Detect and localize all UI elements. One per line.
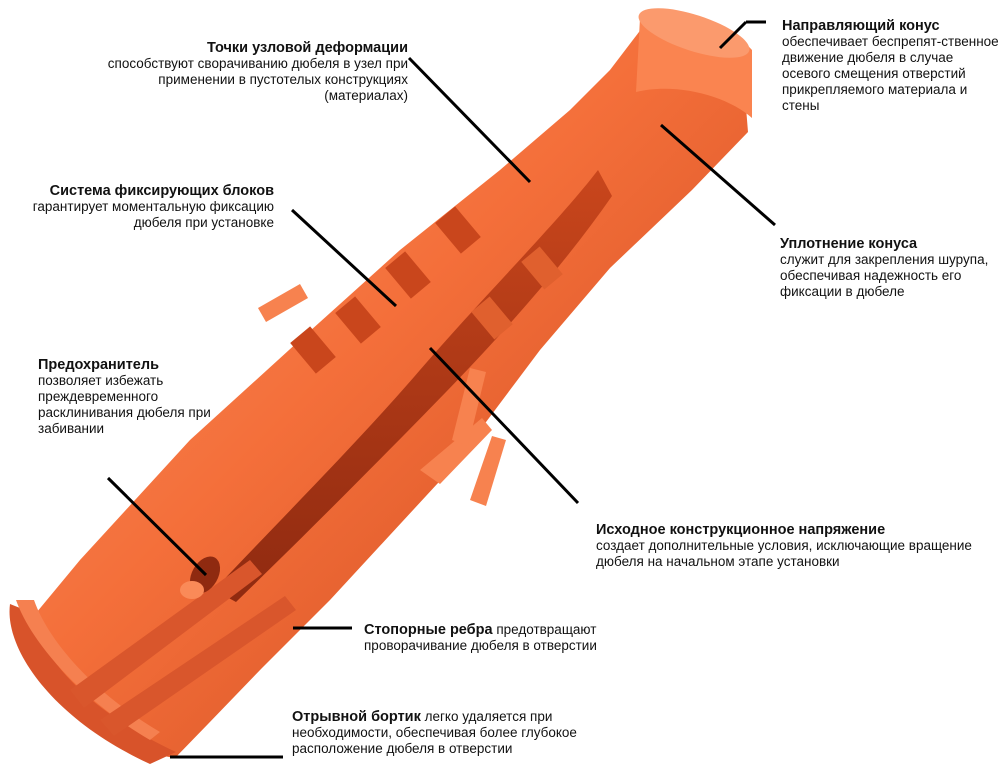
annotation-title: Точки узловой деформации [207, 40, 408, 56]
leader-locking-blocks [292, 210, 396, 306]
annotation-node-deformation: Точки узловой деформации способствуют св… [88, 40, 408, 104]
annotation-guide-cone: Направляющий конус обеспечивает беспрепя… [782, 18, 1002, 114]
annotation-breakaway-collar: Отрывной бортик легко удаляется при необ… [292, 709, 642, 757]
annotation-title: Направляющий конус [782, 18, 940, 34]
annotation-title: Система фиксирующих блоков [50, 183, 274, 199]
annotation-title: Исходное конструкционное напряжение [596, 522, 885, 538]
annotation-body: создает дополнительные условия, исключаю… [596, 538, 972, 569]
annotation-title: Отрывной бортик [292, 709, 421, 725]
annotation-title: Предохранитель [38, 357, 159, 373]
annotation-body: служит для закрепления шурупа, обеспечив… [780, 252, 988, 299]
annotation-body: обеспечивает беспрепят-ственное движение… [782, 34, 999, 113]
annotation-title: Стопорные ребра [364, 622, 493, 638]
annotation-body: позволяет избежать преждевременного раск… [38, 373, 211, 436]
annotation-safety: Предохранитель позволяет избежать прежде… [38, 357, 228, 437]
annotation-stop-ribs: Стопорные ребра предотвращают проворачив… [364, 622, 694, 654]
annotation-cone-seal: Уплотнение конуса служит для закрепления… [780, 236, 1000, 300]
leader-node-deformation [409, 58, 530, 182]
annotation-body: способствуют сворачиванию дюбеля в узел … [108, 56, 408, 103]
annotation-body: гарантирует моментальную фиксацию дюбеля… [33, 199, 274, 230]
annotation-title: Уплотнение конуса [780, 236, 917, 252]
annotation-initial-tension: Исходное конструкционное напряжение созд… [596, 522, 1001, 570]
annotation-locking-blocks: Система фиксирующих блоков гарантирует м… [20, 183, 274, 231]
